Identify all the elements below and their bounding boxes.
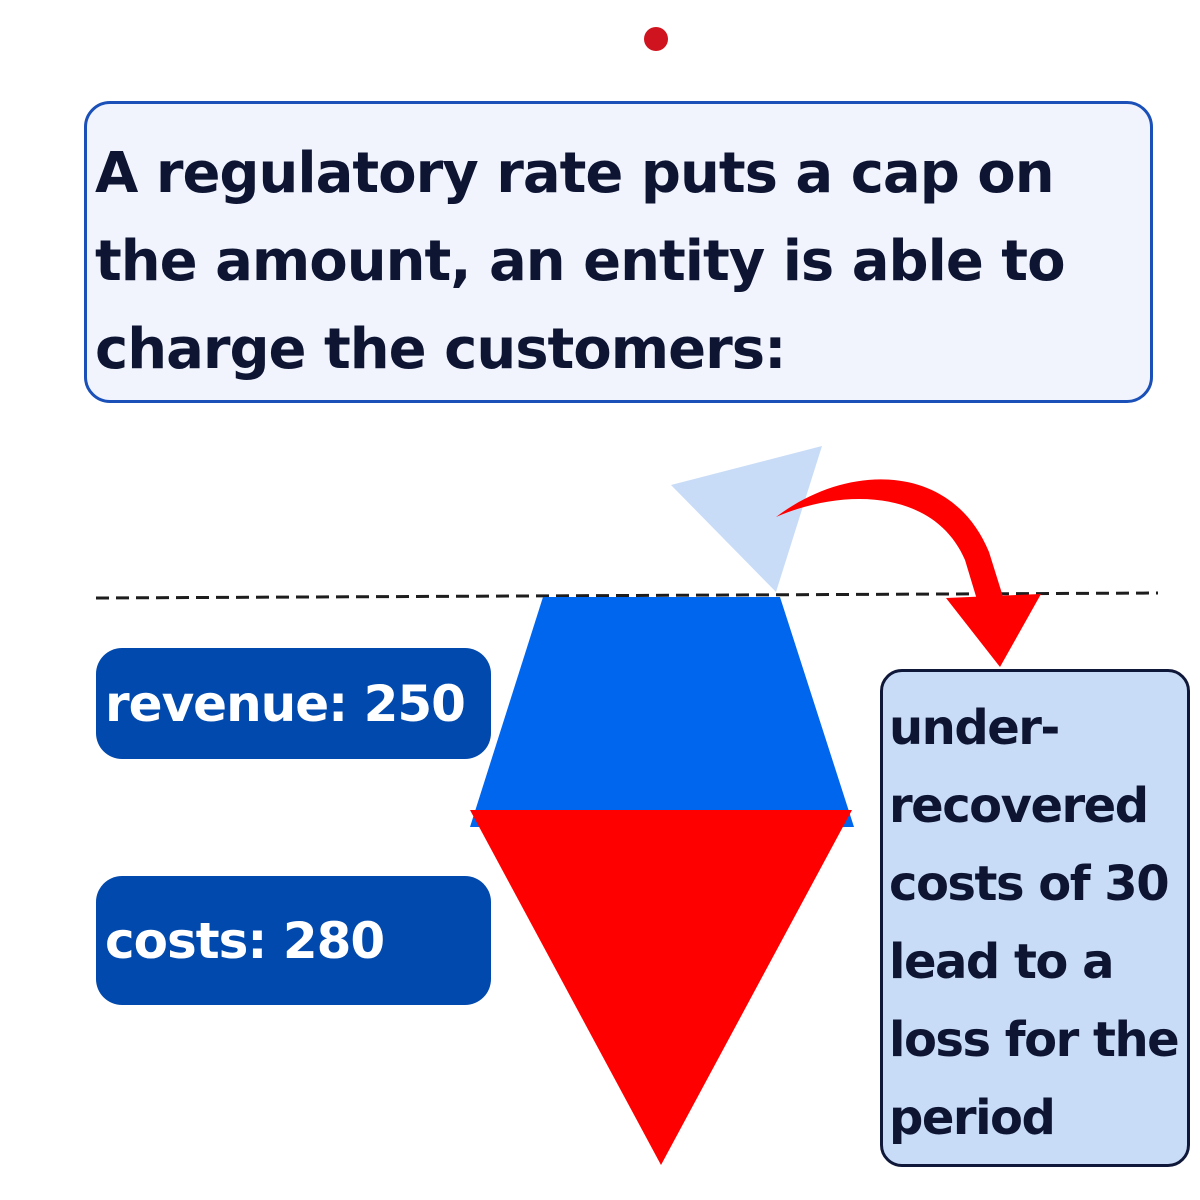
under-recovery-triangle	[671, 446, 822, 592]
loss-note-text: under-recovered costs of 30 lead to a lo…	[889, 700, 1180, 1146]
costs-label-text: costs: 280	[105, 911, 385, 970]
revenue-label-text: revenue: 250	[105, 674, 466, 733]
title-box: A regulatory rate puts a cap on the amou…	[84, 101, 1153, 403]
title-text: A regulatory rate puts a cap on the amou…	[95, 141, 1066, 382]
costs-label: costs: 280	[96, 876, 491, 1005]
revenue-label: revenue: 250	[96, 648, 491, 759]
curved-arrow-shaft	[776, 479, 1004, 603]
red-dot	[644, 27, 668, 51]
arrow-head-icon	[946, 594, 1041, 667]
loss-note-box: under-recovered costs of 30 lead to a lo…	[880, 669, 1190, 1167]
costs-shape	[470, 810, 852, 1165]
revenue-shape	[470, 597, 854, 827]
